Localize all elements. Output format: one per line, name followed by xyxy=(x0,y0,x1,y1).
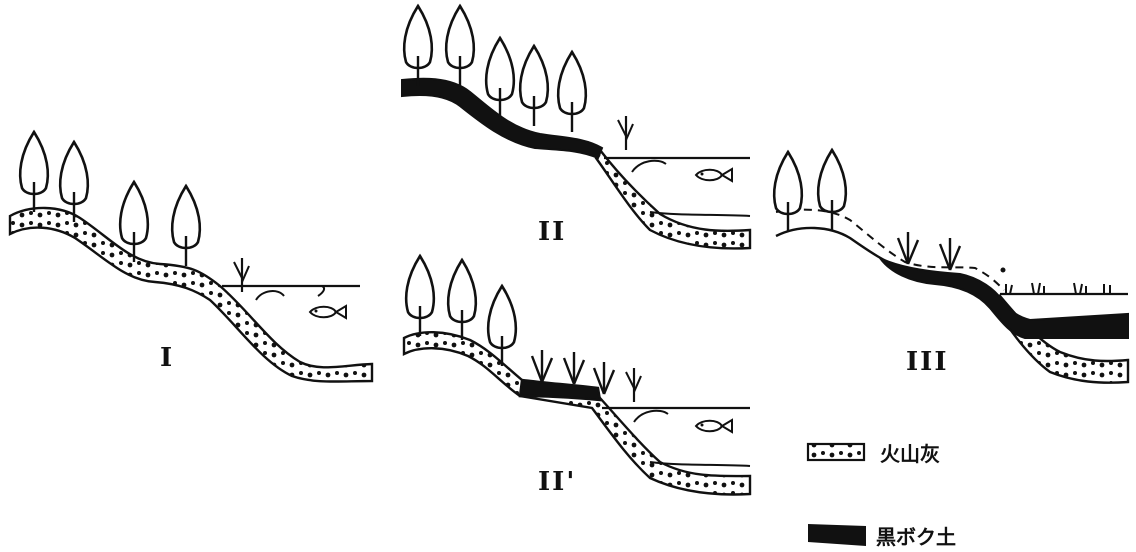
water-bottom-line xyxy=(649,211,751,217)
panel-ii-prime xyxy=(402,254,752,496)
tree-icon xyxy=(484,36,516,120)
tree-icon xyxy=(18,130,50,214)
legend-swatch-black-soil xyxy=(808,524,866,546)
panel-label-ii: II xyxy=(538,217,566,247)
legend-swatch-volcanic-ash xyxy=(806,442,866,462)
wave-mark xyxy=(317,285,326,297)
reed-icon xyxy=(624,366,643,404)
panel-label-ii-prime: II' xyxy=(538,467,576,497)
former-surface-dashed xyxy=(775,208,1005,291)
panel-ii xyxy=(401,4,752,250)
grass-icon xyxy=(562,350,586,386)
tree-icon xyxy=(402,4,434,88)
legend-label-volcanic-ash: 火山灰 xyxy=(880,442,940,466)
panel-i xyxy=(8,130,374,383)
panel-iii xyxy=(772,148,1130,384)
wave-mark xyxy=(631,159,667,173)
volcanic-ash-layer xyxy=(594,147,752,250)
tree-icon xyxy=(518,44,550,128)
volcanic-ash-layer xyxy=(402,331,752,496)
legend: 火山灰 黒ボク土 xyxy=(806,442,956,549)
fish-icon xyxy=(695,168,733,182)
tree-icon xyxy=(404,254,436,338)
tree-icon xyxy=(772,150,804,234)
reed-icon xyxy=(616,114,635,152)
wave-mark xyxy=(633,409,669,423)
tree-icon xyxy=(446,258,478,342)
tree-icon xyxy=(556,50,588,134)
black-soil-layer xyxy=(879,257,1129,339)
tree-icon xyxy=(444,4,476,88)
water-bottom-line xyxy=(649,461,751,467)
grass-icon xyxy=(530,348,554,384)
legend-label-black-soil: 黒ボク土 xyxy=(876,525,956,549)
volcanic-ash-layer xyxy=(992,293,1130,384)
fish-icon xyxy=(695,419,733,433)
black-soil-layer xyxy=(518,378,602,402)
wave-mark xyxy=(255,290,285,301)
volcanic-ash-layer xyxy=(8,206,374,383)
marsh-sedge-icons xyxy=(1000,267,1111,295)
fish-icon xyxy=(309,305,347,319)
black-soil-layer xyxy=(401,77,604,160)
panel-label-i: I xyxy=(160,343,174,373)
panel-label-iii: III xyxy=(906,347,949,377)
tree-icon xyxy=(170,184,202,268)
tree-icon xyxy=(816,148,848,232)
grass-icon xyxy=(938,236,962,272)
